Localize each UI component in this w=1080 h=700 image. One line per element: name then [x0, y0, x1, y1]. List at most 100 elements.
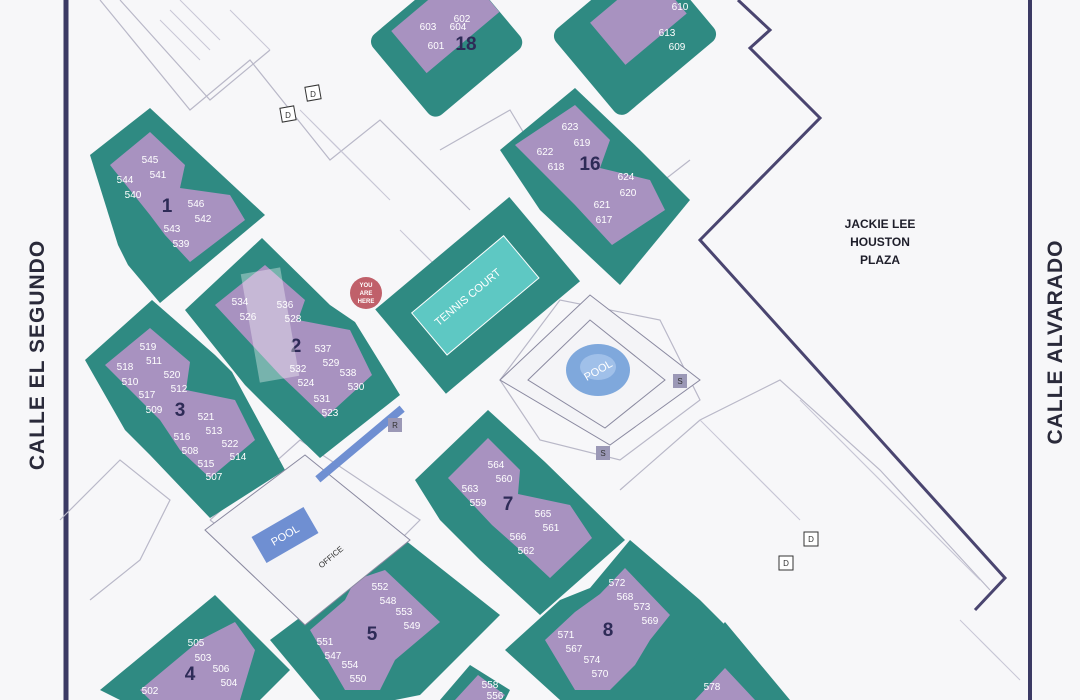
unit-label: 613	[659, 28, 676, 39]
building-units-block	[455, 675, 505, 700]
unit-label: 567	[566, 644, 583, 655]
pool-area-lower[interactable]: POOL OFFICE	[204, 454, 411, 626]
building-bottom-center[interactable]: 558 556	[440, 665, 510, 700]
building-5-units-block	[310, 570, 440, 690]
unit-label: 532	[290, 364, 307, 375]
unit-label: 601	[428, 41, 445, 52]
plaza-label-line1: JACKIE LEE	[845, 217, 916, 231]
building-5[interactable]: 552 548 553 549 551 547 554 550 5	[270, 540, 500, 700]
unit-label: 565	[535, 509, 552, 520]
building-3[interactable]: 518 519 510 511 517 520 509 512 516 521 …	[85, 300, 285, 518]
unit-label: 529	[323, 358, 340, 369]
unit-label: 558	[482, 680, 499, 691]
unit-label: 571	[558, 630, 575, 641]
unit-label: 568	[617, 592, 634, 603]
unit-label: 569	[642, 616, 659, 627]
unit-label: 537	[315, 344, 332, 355]
building-7[interactable]: 563 559 564 560 565 561 566 562 7	[415, 410, 625, 615]
unit-label: 623	[562, 122, 579, 133]
unit-label: 549	[404, 621, 421, 632]
unit-label: 520	[164, 370, 181, 381]
storage-label: S	[600, 449, 605, 458]
tennis-court[interactable]: TENNIS COURT	[375, 196, 580, 394]
pool-area-upper[interactable]: POOL	[499, 294, 701, 446]
unit-label: 539	[173, 239, 190, 250]
unit-label: 609	[669, 42, 686, 53]
storage-box	[596, 446, 610, 460]
unit-label: 570	[592, 669, 609, 680]
parking-stalls	[159, 0, 1021, 681]
unit-label: 551	[317, 637, 334, 648]
street-label-left: CALLE EL SEGUNDO	[26, 240, 49, 470]
plaza-boundary	[697, 0, 1008, 612]
unit-label: 530	[348, 382, 365, 393]
dumpster-markers-top: D D	[279, 84, 322, 123]
walkway-strip	[315, 405, 405, 483]
building-number: 4	[185, 664, 196, 685]
building-16-units-block	[515, 105, 665, 245]
building-2[interactable]: 534 526 536 528 532 524 537 529 531 523 …	[185, 238, 400, 458]
building-units-block	[695, 668, 755, 700]
restroom-box	[388, 418, 402, 432]
building-16[interactable]: 622 623 618 619 624 620 621 617 16	[500, 88, 690, 285]
unit-label: 574	[584, 655, 601, 666]
unit-label: 516	[174, 432, 191, 443]
you-are-here-label: HERE	[358, 299, 375, 305]
building-18-units-block	[391, 0, 500, 74]
unit-label: 528	[285, 314, 302, 325]
building-3-units-block	[105, 328, 255, 478]
you-are-here-marker: YOU ARE HERE	[350, 277, 382, 309]
dumpster-marker	[279, 105, 297, 123]
unit-label: 621	[594, 200, 611, 211]
tennis-court-surface	[410, 235, 540, 356]
you-are-here-dot	[350, 277, 382, 309]
unit-label: 619	[574, 138, 591, 149]
unit-label: 534	[232, 297, 249, 308]
unit-label: 578	[704, 682, 721, 693]
unit-label: 548	[380, 596, 397, 607]
unit-label: 603	[420, 22, 437, 33]
unit-label: 510	[122, 377, 139, 388]
unit-label: 511	[146, 356, 162, 367]
building-18[interactable]: 603 604 601 602 18	[367, 0, 526, 121]
unit-label: 506	[213, 664, 230, 675]
pool-lower-water	[251, 507, 319, 563]
unit-label: 504	[221, 678, 238, 689]
you-are-here-label: ARE	[360, 291, 373, 297]
unit-label: 556	[487, 691, 504, 700]
building-number: 8	[603, 620, 614, 641]
unit-label: 523	[322, 408, 339, 419]
building-bottom-right[interactable]: 578	[660, 622, 790, 700]
unit-label: 562	[518, 546, 535, 557]
unit-label: 545	[142, 155, 159, 166]
dumpster-marker	[803, 531, 819, 547]
unit-label: 543	[164, 224, 181, 235]
unit-label: 554	[342, 660, 359, 671]
unit-label: 541	[150, 170, 167, 181]
building-4[interactable]: 505 503 506 504 502 4	[100, 595, 290, 700]
unit-label: 505	[188, 638, 205, 649]
building-1[interactable]: 544 545 540 541 546 542 543 539 1	[90, 108, 265, 303]
unit-label: 502	[142, 686, 159, 697]
building-4-units-block	[140, 622, 255, 700]
unit-label: 550	[350, 674, 367, 685]
unit-label: 522	[222, 439, 239, 450]
unit-label: 552	[372, 582, 389, 593]
unit-label: 531	[314, 394, 331, 405]
building-8[interactable]: 572 568 573 569 571 567 574 570 8	[505, 540, 740, 700]
unit-label: 610	[672, 2, 689, 13]
unit-label: 509	[146, 405, 163, 416]
pool-lower-deck	[204, 454, 411, 626]
building-number: 3	[175, 400, 186, 421]
building-7-units-block	[448, 438, 592, 578]
building-top-right[interactable]: 610 613 609	[550, 0, 720, 119]
unit-label: 521	[198, 412, 215, 423]
unit-label: 602	[454, 14, 471, 25]
unit-label: 540	[125, 190, 142, 201]
unit-label: 514	[230, 452, 247, 463]
pool-deck-inner	[527, 319, 666, 429]
unit-label: 620	[620, 188, 637, 199]
unit-label: 512	[171, 384, 188, 395]
